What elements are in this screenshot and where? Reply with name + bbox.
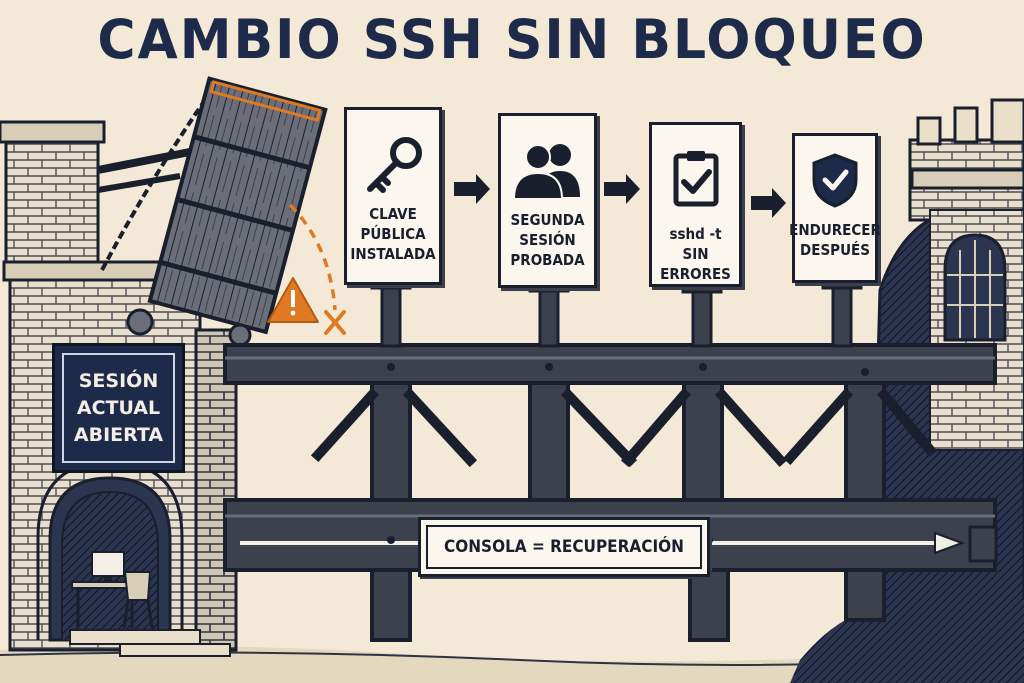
console-label: CONSOLA = RECUPERACIÓN bbox=[426, 525, 702, 569]
step-label: CLAVE PÚBLICA INSTALADA bbox=[350, 205, 436, 263]
tower-sign: SESIÓN ACTUAL ABIERTA bbox=[52, 343, 185, 473]
computer-monitor bbox=[91, 551, 125, 577]
tower-sign-label: SESIÓN ACTUAL ABIERTA bbox=[62, 353, 175, 463]
console-sign: CONSOLA = RECUPERACIÓN bbox=[418, 517, 710, 577]
chair bbox=[123, 571, 152, 601]
page-title: CAMBIO SSH SIN BLOQUEO bbox=[97, 8, 927, 72]
step-sign-harden: ENDURECER DESPUÉS bbox=[789, 133, 881, 283]
arrow-right-icon bbox=[604, 174, 640, 204]
warning-icon bbox=[267, 277, 319, 323]
sign-posts bbox=[370, 276, 863, 348]
step-sign-sshd-test: sshd -t SIN ERRORES bbox=[649, 122, 742, 287]
step-label: ENDURECER DESPUÉS bbox=[789, 221, 881, 259]
arrow-right-icon bbox=[454, 174, 490, 204]
x-mark-icon bbox=[324, 310, 346, 335]
step-sign-public-key: CLAVE PÚBLICA INSTALADA bbox=[344, 107, 442, 285]
step-sign-second-session: SEGUNDA SESIÓN PROBADA bbox=[498, 113, 597, 288]
ground bbox=[0, 646, 1024, 683]
key-icon bbox=[367, 137, 422, 193]
swing-arc bbox=[288, 203, 337, 311]
clipboard-check-icon bbox=[673, 150, 718, 206]
step-label: SEGUNDA SESIÓN PROBADA bbox=[510, 211, 585, 269]
shield-check-icon bbox=[812, 153, 858, 208]
step-arrows bbox=[454, 174, 786, 218]
arrow-right-icon bbox=[751, 188, 786, 218]
bridge bbox=[223, 343, 998, 642]
two-users-icon bbox=[512, 144, 580, 200]
step-label: sshd -t SIN ERRORES bbox=[660, 225, 731, 283]
raised-drawbridge bbox=[147, 76, 328, 335]
